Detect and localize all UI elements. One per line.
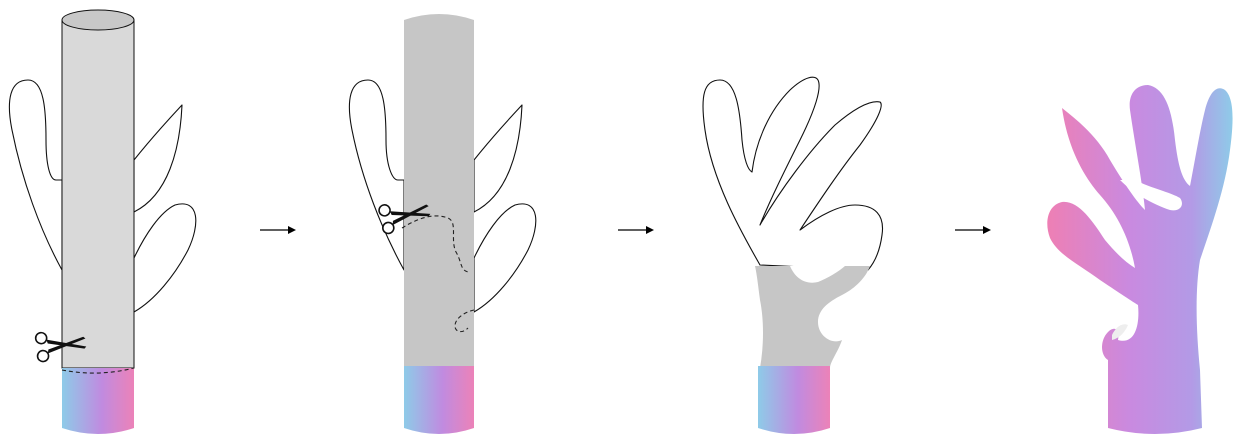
hand-outline (349, 80, 404, 270)
hand-finger-right-lower (474, 204, 536, 312)
hand-finger-right-upper (134, 105, 182, 212)
coral-form (1047, 85, 1232, 434)
arrow-right-icon (618, 226, 654, 234)
step-2-cut-outline (349, 14, 535, 434)
tube-flattened (404, 14, 474, 368)
hand-finger-right-lower (134, 204, 196, 312)
hand-outline (703, 77, 883, 270)
gradient-band (62, 368, 134, 434)
tube-top-opening (62, 10, 134, 30)
arrow-right-icon (955, 226, 991, 234)
hand-outline (9, 80, 62, 270)
tube (62, 20, 134, 368)
hand-finger-right-upper (474, 105, 522, 212)
coral-notch-shadow (1112, 324, 1128, 340)
arrow-right-icon (260, 226, 296, 234)
step-1-tube-over-hand (9, 10, 195, 434)
gradient-band (404, 366, 474, 434)
step-3-trimmed-sleeve (703, 77, 883, 434)
gradient-band (758, 366, 830, 434)
step-4-finished-coral-form (1047, 85, 1232, 434)
